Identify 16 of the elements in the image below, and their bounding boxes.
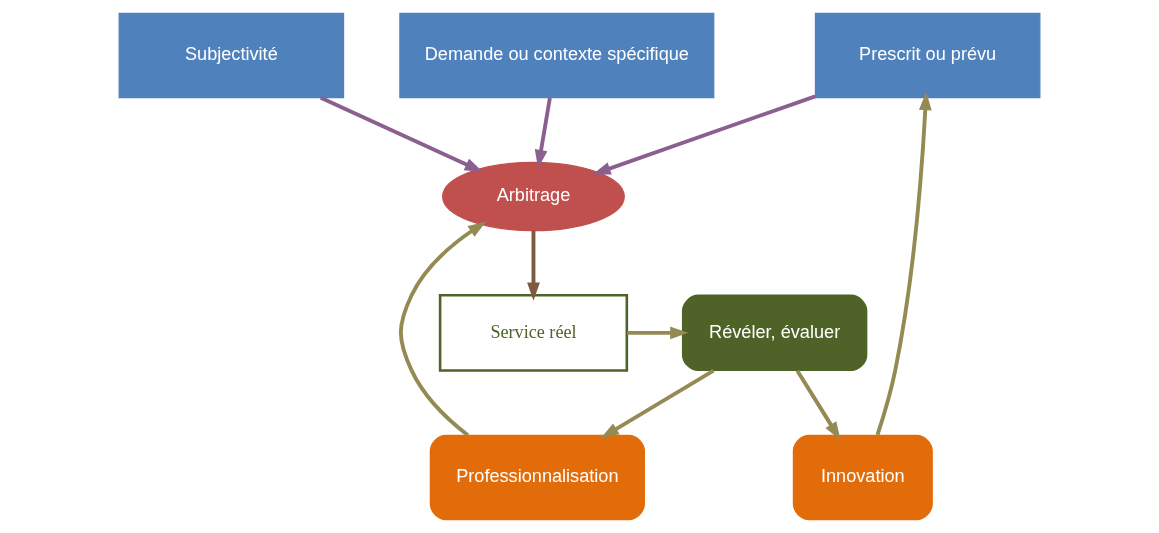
arrow <box>527 230 540 301</box>
arrow <box>534 97 552 169</box>
node-box: Subjectivité <box>118 12 345 99</box>
arrow <box>627 326 689 340</box>
node-box: Innovation <box>792 434 933 521</box>
arrow <box>319 96 483 173</box>
node-box: Prescrit ou prévu <box>814 12 1041 99</box>
arrow <box>795 369 841 441</box>
node-box: Professionnalisation <box>429 434 645 521</box>
node-box: Service réel <box>438 293 629 372</box>
node-box: Demande ou contexte spécifique <box>399 12 715 99</box>
node-box: Révéler, évaluer <box>681 294 868 372</box>
arrow <box>398 221 487 437</box>
arrow <box>592 94 816 175</box>
arrow <box>600 369 715 439</box>
arrow <box>875 91 932 436</box>
